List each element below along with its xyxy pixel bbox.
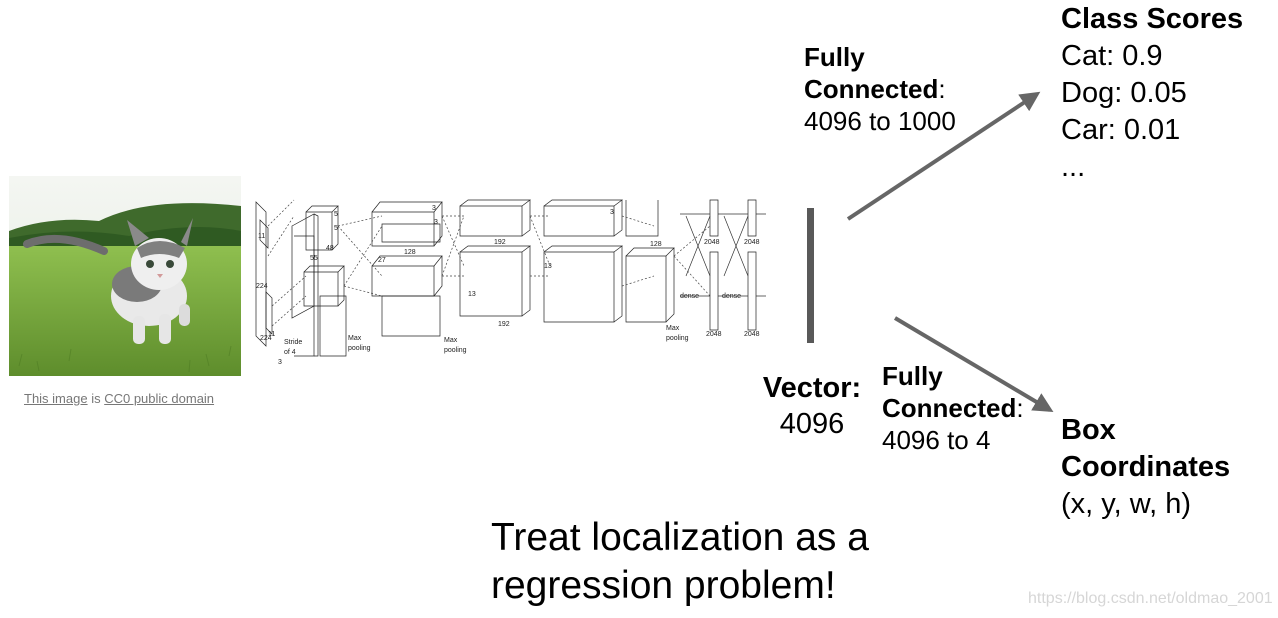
fc-bottom-colon: : <box>1016 393 1024 423</box>
network-dimension-label: 3 <box>610 209 614 216</box>
network-dimension-label: 2048 <box>706 331 722 338</box>
box-coordinates: Box Coordinates (x, y, w, h) <box>1061 412 1230 523</box>
fc-bottom-line3: 4096 to 4 <box>882 425 991 455</box>
caption: Treat localization as a regression probl… <box>491 514 869 610</box>
network-dimension-label: 5 <box>334 211 338 218</box>
cat-photo-drawing <box>9 176 241 376</box>
network-layer-label: dense <box>680 293 699 300</box>
network-layer-label: Max <box>444 337 458 344</box>
network-layer-label: Max <box>666 325 680 332</box>
network-dimension-label: 3 <box>434 219 438 226</box>
network-dimension-label: 2048 <box>744 331 760 338</box>
vector-label: Vector: 4096 <box>756 370 868 442</box>
class-scores: Class Scores Cat: 0.9 Dog: 0.05 Car: 0.0… <box>1061 1 1243 186</box>
fc-top-line3: 4096 to 1000 <box>804 106 956 136</box>
fc-bottom-line2: Connected <box>882 393 1017 423</box>
fully-connected-bottom-label: Fully Connected: 4096 to 4 <box>882 360 1024 456</box>
network-dimension-label: 3 <box>278 359 282 366</box>
network-dimension-label: 13 <box>544 263 552 270</box>
image-credit-text: is <box>87 391 105 406</box>
caption-line1: Treat localization as a <box>491 516 869 559</box>
class-scores-title: Class Scores <box>1061 3 1244 35</box>
network-dimension-label: 11 <box>258 233 265 240</box>
network-dimension-label: 128 <box>650 241 662 248</box>
caption-line2: regression problem! <box>491 564 836 607</box>
network-dimension-label: 128 <box>404 249 416 256</box>
network-dimension-label: 224 <box>260 335 272 342</box>
network-dimension-label: 192 <box>498 321 510 328</box>
network-dimension-label: 48 <box>326 245 334 252</box>
license-link[interactable]: CC0 public domain <box>104 391 215 406</box>
network-dimension-label: 192 <box>494 239 506 246</box>
network-layer-label: pooling <box>444 347 467 354</box>
network-dimension-label: 2048 <box>704 239 720 246</box>
image-credit: This image is CC0 public domain <box>24 391 214 406</box>
network-layer-label: dense <box>722 293 741 300</box>
network-dimension-label: 3 <box>432 205 436 212</box>
fc-top-line2-wrap: Connected: <box>804 73 956 105</box>
network-dimension-label: 5 <box>334 225 338 232</box>
fc-top-line1: Fully <box>804 42 865 72</box>
fc-top-line2: Connected <box>804 74 939 104</box>
network-dimension-label: 55 <box>310 255 318 262</box>
fc-bottom-line1: Fully <box>882 361 943 391</box>
network-dimension-label: 2048 <box>744 239 760 246</box>
vector-value: 4096 <box>779 408 845 440</box>
class-score-item: Dog: 0.05 <box>1061 77 1187 109</box>
network-dimension-label: 27 <box>378 257 386 264</box>
fully-connected-top-label: Fully Connected: 4096 to 1000 <box>804 41 956 137</box>
box-coordinates-line1: Box <box>1061 414 1116 446</box>
network-layer-label: pooling <box>348 345 371 352</box>
fc-bottom-line2-wrap: Connected: <box>882 392 1024 424</box>
image-source-link[interactable]: This image <box>24 391 88 406</box>
box-coordinates-line2: Coordinates <box>1061 451 1231 483</box>
class-score-item: Cat: 0.9 <box>1061 40 1163 72</box>
network-layer-label: Stride <box>284 339 302 346</box>
network-layer-label: pooling <box>666 335 689 342</box>
fc-top-colon: : <box>938 74 946 104</box>
class-score-item: Car: 0.01 <box>1061 114 1181 146</box>
network-layer-label: Max <box>348 335 362 342</box>
network-dimension-label: 11 <box>268 331 275 338</box>
box-coordinates-line3: (x, y, w, h) <box>1061 488 1191 520</box>
watermark: https://blog.csdn.net/oldmao_2001 <box>1028 590 1273 607</box>
vector-title: Vector: <box>762 372 862 404</box>
network-dimension-label: 224 <box>256 283 268 290</box>
network-dimension-label: 13 <box>468 291 476 298</box>
network-layer-label: of 4 <box>284 349 296 356</box>
class-score-item: ... <box>1061 151 1086 183</box>
cat-photo <box>9 176 241 376</box>
feature-vector-bar <box>807 208 814 343</box>
